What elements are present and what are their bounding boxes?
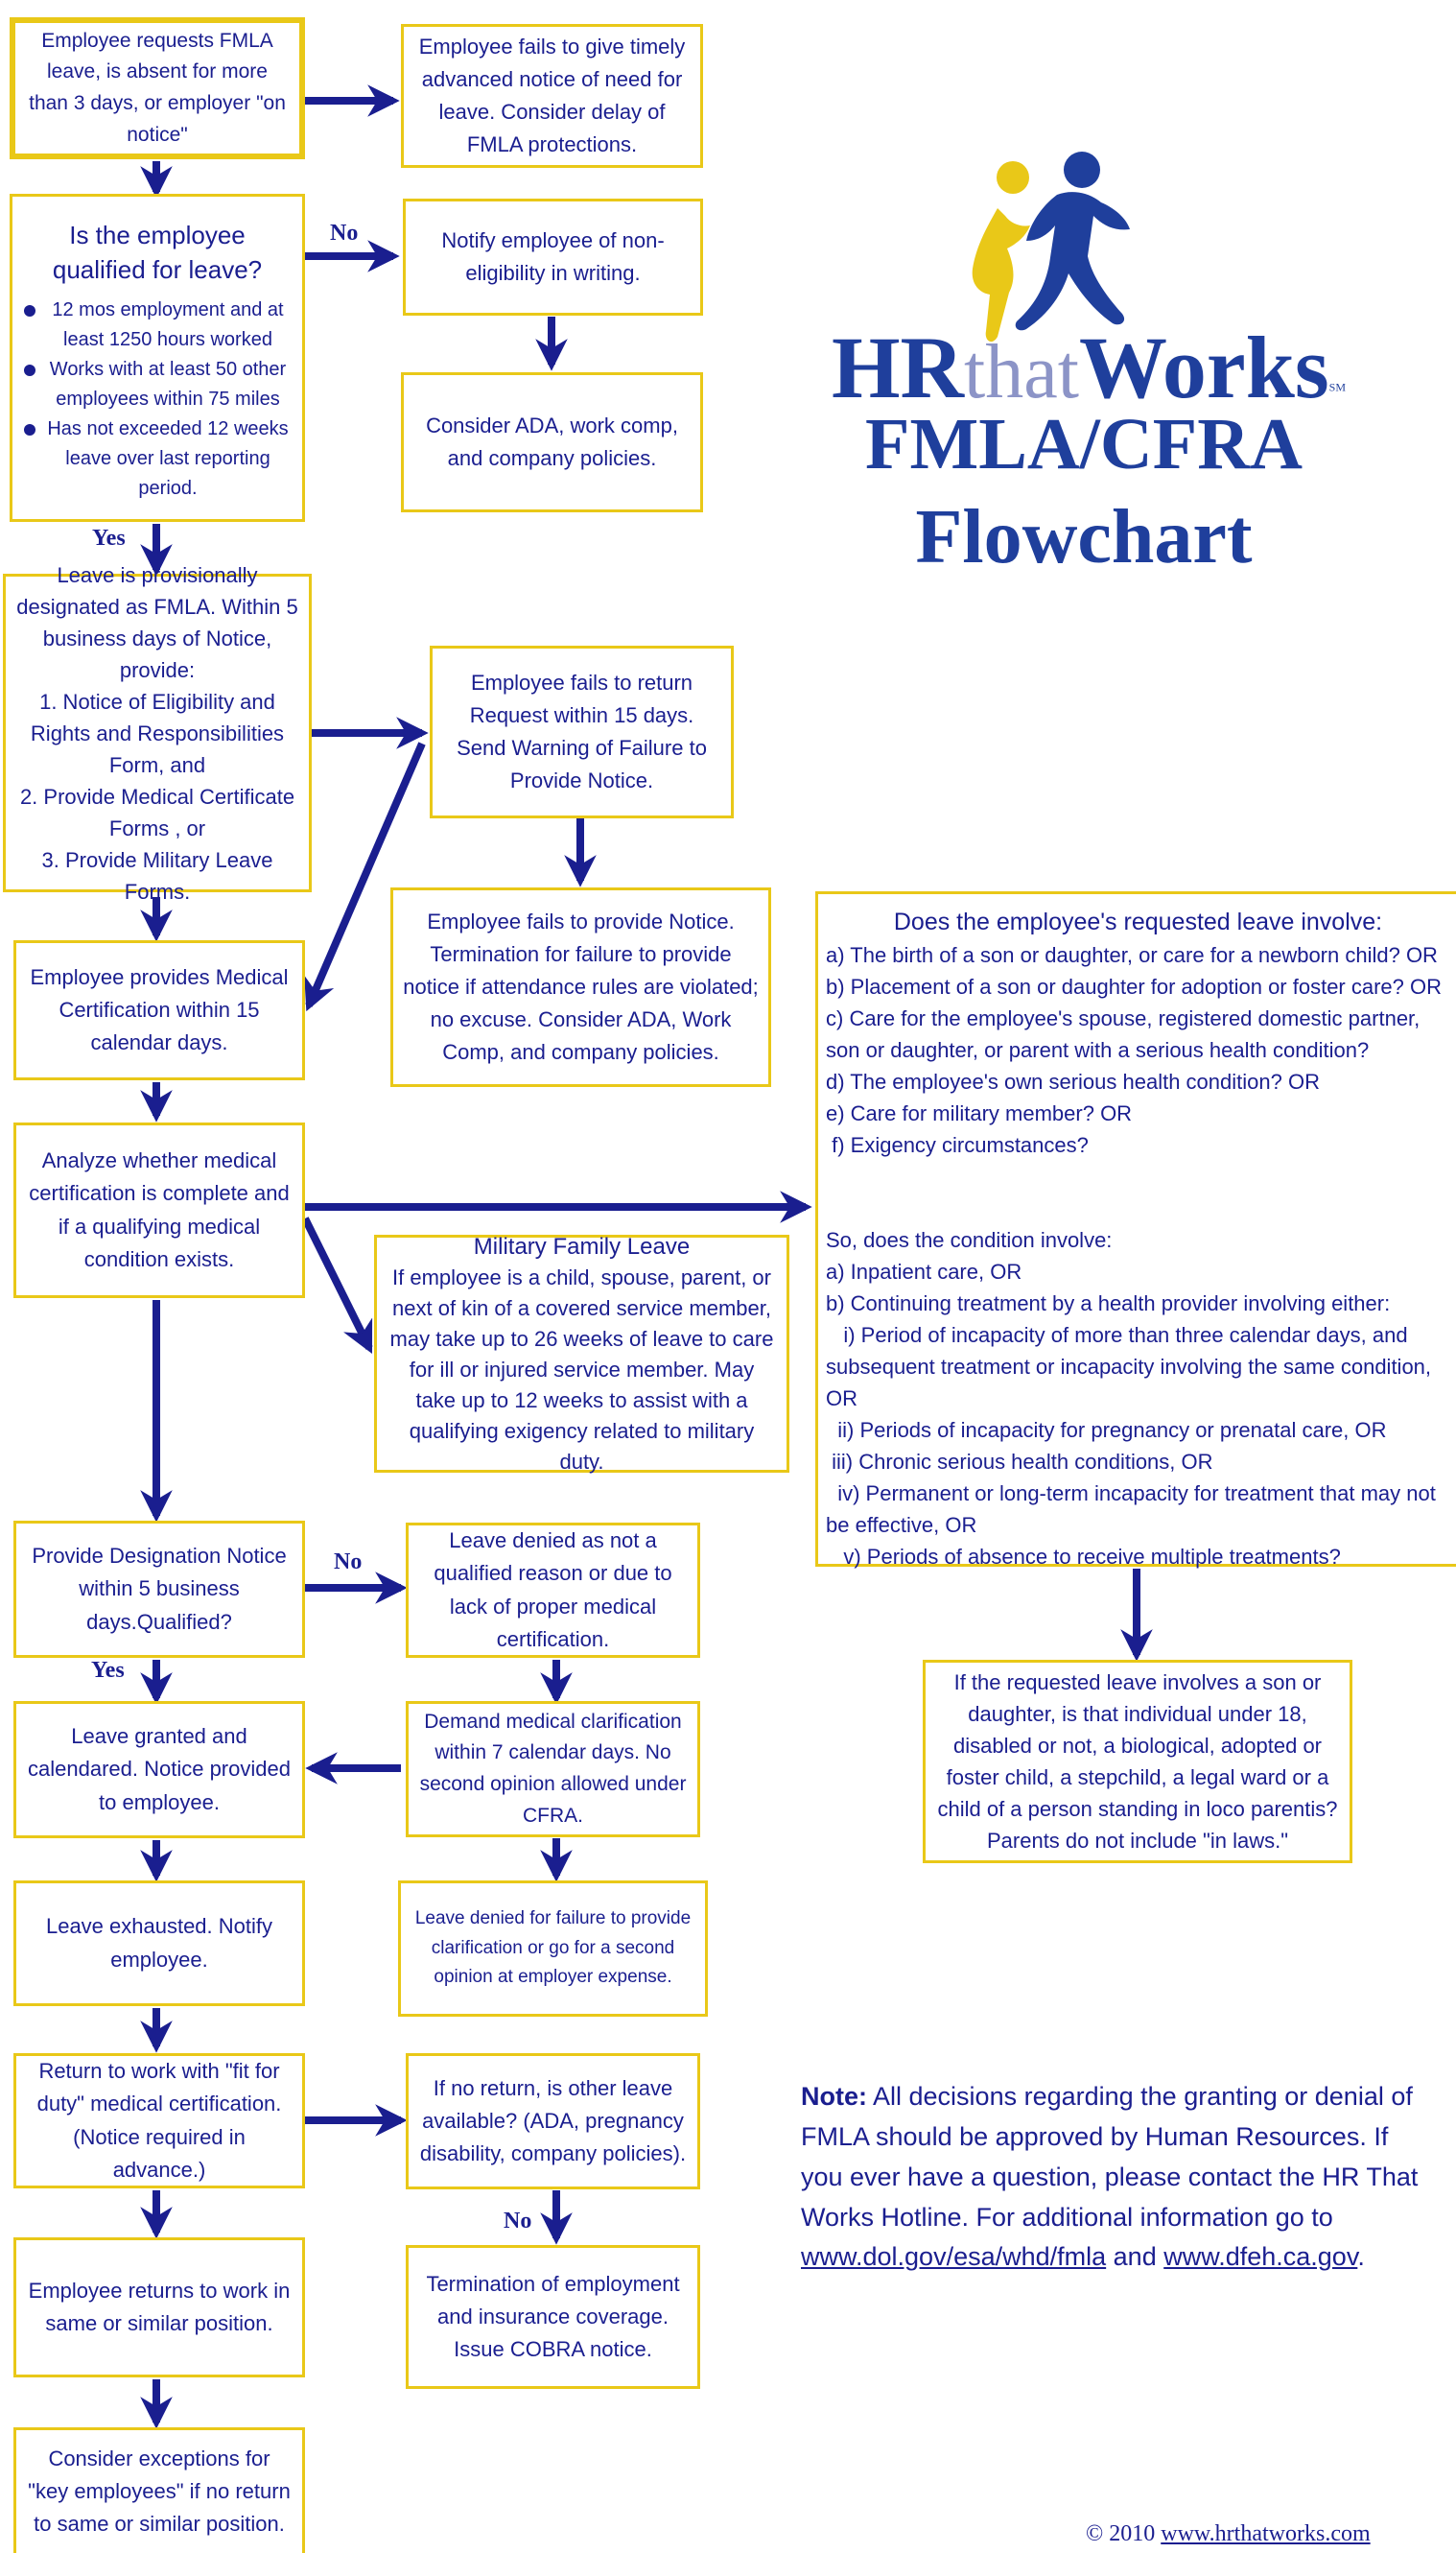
box-provides-cert-text: Employee provides Medical Certification … (30, 964, 289, 1055)
brand-logo-text: HRthatWorksSM (806, 317, 1372, 418)
list-item: b) Continuing treatment by a health prov… (826, 1291, 1391, 1315)
label-yes-1: Yes (92, 526, 126, 551)
involve-title: Does the employee's requested leave invo… (893, 909, 1383, 935)
box-termination: Termination of employment and insurance … (406, 2245, 700, 2389)
note-label: Note: (801, 2082, 867, 2111)
box-denied: Leave denied as not a qualified reason o… (406, 1523, 700, 1658)
box-notify-noneligible-text: Notify employee of non-eligibility in wr… (441, 227, 665, 285)
list-item: v) Periods of absence to receive multipl… (826, 1545, 1341, 1569)
box-employee-requests: Employee requests FMLA leave, is absent … (10, 17, 305, 159)
list-item: 12 mos employment and at least 1250 hour… (22, 295, 293, 355)
box-designation-text: Provide Designation Notice within 5 busi… (32, 1544, 287, 1634)
label-no-2: No (334, 1549, 363, 1574)
list-item: a) The birth of a son or daughter, or ca… (826, 943, 1438, 967)
box-termination-text: Termination of employment and insurance … (426, 2271, 680, 2362)
box-son-daughter: If the requested leave involves a son or… (923, 1660, 1352, 1863)
provisional-line: Leave is provisionally designated as FML… (16, 562, 298, 682)
box-designation: Provide Designation Notice within 5 busi… (13, 1521, 305, 1658)
box-return-fit-text: Return to work with "fit for duty" medic… (36, 2059, 282, 2182)
list-item: Has not exceeded 12 weeks leave over las… (22, 414, 293, 504)
brand-that: that (963, 330, 1079, 414)
involve-list: a) The birth of a son or daughter, or ca… (826, 939, 1450, 1572)
box-key-employees-text: Consider exceptions for "key employees" … (28, 2446, 291, 2537)
brand-title-2: Flowchart (915, 495, 1253, 579)
box-denied-clarification-text: Leave denied for failure to provide clar… (414, 1908, 692, 1988)
list-item: So, does the condition involve: (826, 1228, 1113, 1252)
label-no-1: No (330, 221, 359, 246)
box-exhausted: Leave exhausted. Notify employee. (13, 1880, 305, 2006)
brand-sm: SM (1328, 380, 1347, 394)
box-fails-notice-text: Employee fails to give timely advanced n… (418, 34, 686, 157)
box-granted: Leave granted and calendared. Notice pro… (13, 1701, 305, 1838)
box-returns-text: Employee returns to work in same or simi… (28, 2278, 291, 2335)
qualified-criteria-list: 12 mos employment and at least 1250 hour… (22, 295, 293, 504)
link-hrthatworks[interactable]: www.hrthatworks.com (1161, 2521, 1371, 2546)
list-item: f) Exigency circumstances? (826, 1133, 1089, 1157)
list-item: b) Placement of a son or daughter for ad… (826, 975, 1443, 999)
label-no-3: No (504, 2209, 532, 2234)
list-spacer (826, 1161, 1450, 1224)
box-notify-noneligible: Notify employee of non-eligibility in wr… (403, 199, 703, 316)
note-text: Note: All decisions regarding the granti… (801, 2077, 1434, 2278)
box-consider-ada: Consider ADA, work comp, and company pol… (401, 372, 703, 512)
box-military-leave: Military Family Leave If employee is a c… (374, 1234, 789, 1474)
military-title: Military Family Leave (473, 1233, 691, 1260)
box-granted-text: Leave granted and calendared. Notice pro… (28, 1724, 291, 1814)
box-returns: Employee returns to work in same or simi… (13, 2237, 305, 2377)
box-return-fit: Return to work with "fit for duty" medic… (13, 2053, 305, 2188)
list-item: iv) Permanent or long-term incapacity fo… (826, 1481, 1442, 1537)
list-item: a) Inpatient care, OR (826, 1260, 1022, 1284)
box-key-employees: Consider exceptions for "key employees" … (13, 2427, 305, 2553)
box-denied-text: Leave denied as not a qualified reason o… (434, 1528, 672, 1651)
provisional-line: 3. Provide Military Leave Forms. (41, 847, 273, 904)
box-leave-involve: Does the employee's requested leave invo… (815, 891, 1456, 1569)
list-item: i) Period of incapacity of more than thr… (826, 1323, 1438, 1410)
box-fails-provide-text: Employee fails to provide Notice. Termin… (403, 909, 759, 1065)
box-provisional: Leave is provisionally designated as FML… (3, 563, 312, 904)
box-provides-cert: Employee provides Medical Certification … (13, 940, 305, 1080)
military-body: If employee is a child, spouse, parent, … (389, 1265, 774, 1474)
box-fails-notice: Employee fails to give timely advanced n… (401, 24, 703, 168)
box-fails-return-text: Employee fails to return Request within … (457, 670, 707, 793)
copyright-text: © 2010 (1086, 2521, 1162, 2546)
box-demand: Demand medical clarification within 7 ca… (406, 1701, 700, 1837)
list-item: c) Care for the employee's spouse, regis… (826, 1006, 1421, 1062)
box-fails-return: Employee fails to return Request within … (430, 646, 734, 818)
box-denied-clarification: Leave denied for failure to provide clar… (398, 1880, 708, 2017)
box-analyze-text: Analyze whether medical certification is… (29, 1148, 290, 1271)
note-and: and (1106, 2242, 1164, 2272)
note-end: . (1357, 2242, 1365, 2272)
box-qualified: Is the employee qualified for leave? 12 … (10, 194, 305, 522)
list-item: iii) Chronic serious health conditions, … (826, 1450, 1213, 1474)
box-other-leave-text: If no return, is other leave available? … (419, 2075, 687, 2166)
brand-works: Works (1078, 319, 1329, 416)
brand-title-1: FMLA/CFRA (865, 404, 1303, 485)
footer-copyright: © 2010 www.hrthatworks.com (1086, 2521, 1371, 2547)
box-fails-provide: Employee fails to provide Notice. Termin… (390, 887, 771, 1087)
qualified-title: Is the employee qualified for leave? (52, 221, 263, 285)
box-employee-requests-text: Employee requests FMLA leave, is absent … (29, 29, 286, 146)
provisional-line: 1. Notice of Eligibility and Rights and … (30, 689, 285, 777)
box-demand-text: Demand medical clarification within 7 ca… (419, 1710, 687, 1827)
brand-hr: HR (831, 319, 964, 416)
note-body: All decisions regarding the granting or … (801, 2082, 1419, 2232)
list-item: d) The employee's own serious health con… (826, 1070, 1320, 1094)
list-item: ii) Periods of incapacity for pregnancy … (826, 1418, 1387, 1442)
box-exhausted-text: Leave exhausted. Notify employee. (45, 1914, 273, 1972)
link-dol[interactable]: www.dol.gov/esa/whd/fmla (801, 2242, 1107, 2272)
list-item: e) Care for military member? OR (826, 1101, 1133, 1125)
box-consider-ada-text: Consider ADA, work comp, and company pol… (426, 413, 678, 470)
box-son-daughter-text: If the requested leave involves a son or… (937, 1670, 1338, 1853)
box-other-leave: If no return, is other leave available? … (406, 2053, 700, 2189)
box-analyze: Analyze whether medical certification is… (13, 1123, 305, 1298)
logo-figures-icon (972, 152, 1130, 343)
provisional-line: 2. Provide Medical Certificate Forms , o… (19, 784, 295, 840)
label-yes-2: Yes (91, 1658, 125, 1683)
link-dfeh[interactable]: www.dfeh.ca.gov (1163, 2242, 1358, 2272)
list-item: Works with at least 50 other employees w… (22, 355, 293, 414)
